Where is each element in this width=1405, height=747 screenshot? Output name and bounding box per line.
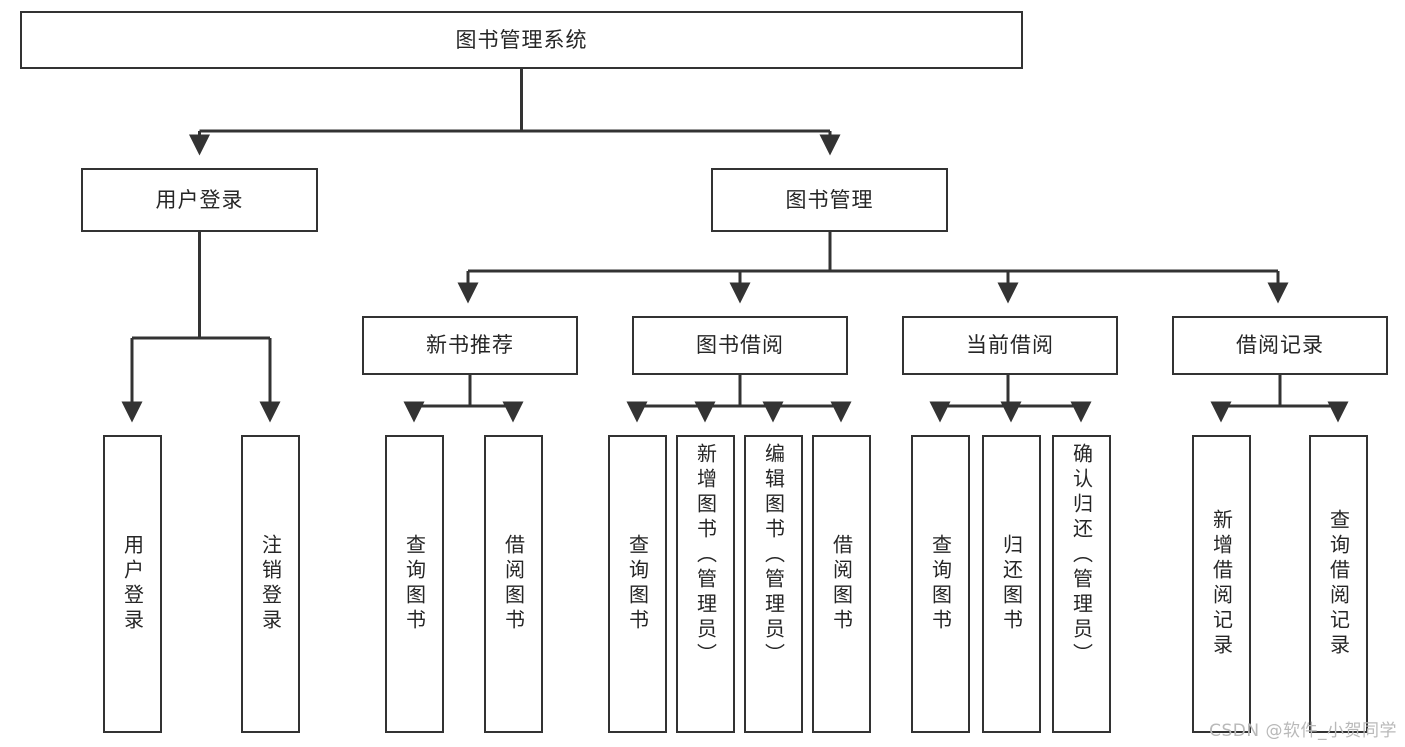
node-user-login[interactable]: 用户登录 (81, 168, 318, 232)
node-label: 新书推荐 (426, 333, 514, 358)
node-leaf-query-book-recommend[interactable]: 查询图书 (385, 435, 444, 733)
node-label: 图书管理 (785, 187, 874, 212)
node-label: 当前借阅 (966, 333, 1054, 358)
node-label: 查询图书 (928, 534, 953, 634)
node-root-system[interactable]: 图书管理系统 (20, 11, 1023, 69)
node-leaf-query-borrow-record[interactable]: 查询借阅记录 (1309, 435, 1368, 733)
node-label: 查询图书 (402, 534, 427, 634)
node-leaf-confirm-return-admin[interactable]: 确认归还（管理员） (1052, 435, 1111, 733)
node-current-borrow[interactable]: 当前借阅 (902, 316, 1118, 375)
node-label: 编辑图书（管理员） (761, 443, 786, 668)
node-label: 用户登录 (155, 187, 244, 212)
node-label: 新增图书（管理员） (693, 443, 718, 668)
node-label: 图书借阅 (696, 333, 784, 358)
node-label: 确认归还（管理员） (1069, 443, 1094, 668)
node-label: 查询图书 (625, 534, 650, 634)
node-new-book-recommend[interactable]: 新书推荐 (362, 316, 578, 375)
node-borrow-record[interactable]: 借阅记录 (1172, 316, 1388, 375)
node-leaf-edit-book-admin[interactable]: 编辑图书（管理员） (744, 435, 803, 733)
node-leaf-add-borrow-record[interactable]: 新增借阅记录 (1192, 435, 1251, 733)
node-label: 借阅记录 (1236, 333, 1324, 358)
node-leaf-borrow-book[interactable]: 借阅图书 (812, 435, 871, 733)
node-leaf-return-book[interactable]: 归还图书 (982, 435, 1041, 733)
node-leaf-user-login[interactable]: 用户登录 (103, 435, 162, 733)
node-label: 注销登录 (258, 534, 283, 634)
node-label: 图书管理系统 (455, 27, 588, 52)
csdn-watermark: CSDN @软件_小贺同学 (1209, 721, 1397, 741)
node-leaf-query-book-borrow[interactable]: 查询图书 (608, 435, 667, 733)
node-leaf-query-book-current[interactable]: 查询图书 (911, 435, 970, 733)
node-label: 借阅图书 (829, 534, 854, 634)
node-book-borrow[interactable]: 图书借阅 (632, 316, 848, 375)
node-label: 用户登录 (120, 534, 145, 634)
node-label: 新增借阅记录 (1209, 509, 1234, 659)
node-leaf-add-book-admin[interactable]: 新增图书（管理员） (676, 435, 735, 733)
node-leaf-borrow-book-recommend[interactable]: 借阅图书 (484, 435, 543, 733)
node-leaf-logout-login[interactable]: 注销登录 (241, 435, 300, 733)
node-label: 借阅图书 (501, 534, 526, 634)
node-book-manage[interactable]: 图书管理 (711, 168, 948, 232)
node-label: 归还图书 (999, 534, 1024, 634)
node-label: 查询借阅记录 (1326, 509, 1351, 659)
